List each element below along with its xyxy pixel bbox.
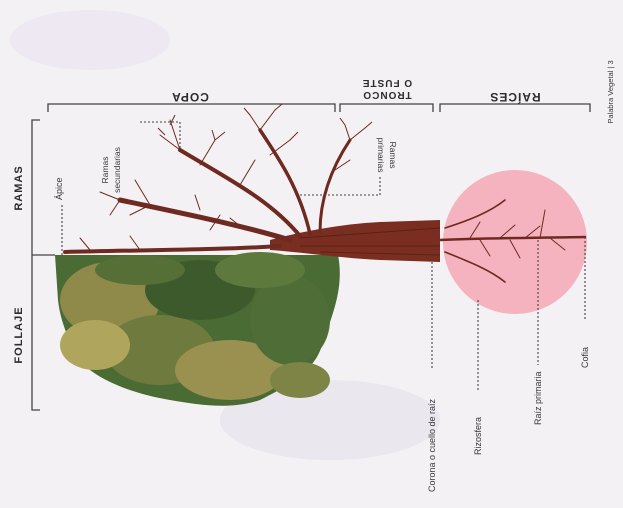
label-ramas-secundarias-line2: secundarias <box>112 147 122 193</box>
label-apice: Ápice <box>54 177 64 200</box>
label-corona: Corona o cuello de raíz <box>427 398 437 492</box>
label-cofia: Cofia <box>580 347 590 368</box>
label-raiz-primaria: Raíz primaria <box>533 371 543 425</box>
background-wash-top <box>10 10 170 70</box>
label-ramas-primarias-line2: primarias <box>376 138 386 173</box>
label-rizosfera: Rizosfera <box>473 417 483 455</box>
section-label-raices: RAÍCES <box>489 90 540 105</box>
label-ramas-secundarias-line1: Ramas <box>100 157 110 184</box>
section-label-copa: COPA <box>171 90 209 104</box>
section-label-tronco: TRONCO <box>362 89 411 100</box>
section-label-fuste: O FUSTE <box>362 77 412 88</box>
section-label-follaje: FOLLAJE <box>13 306 25 363</box>
rhizosphere-circle <box>443 170 587 314</box>
section-label-ramas: RAMAS <box>13 165 25 210</box>
label-ramas-primarias-line1: Ramas <box>388 142 398 169</box>
page-credit: Palabra Vegetal | 3 <box>606 60 615 123</box>
